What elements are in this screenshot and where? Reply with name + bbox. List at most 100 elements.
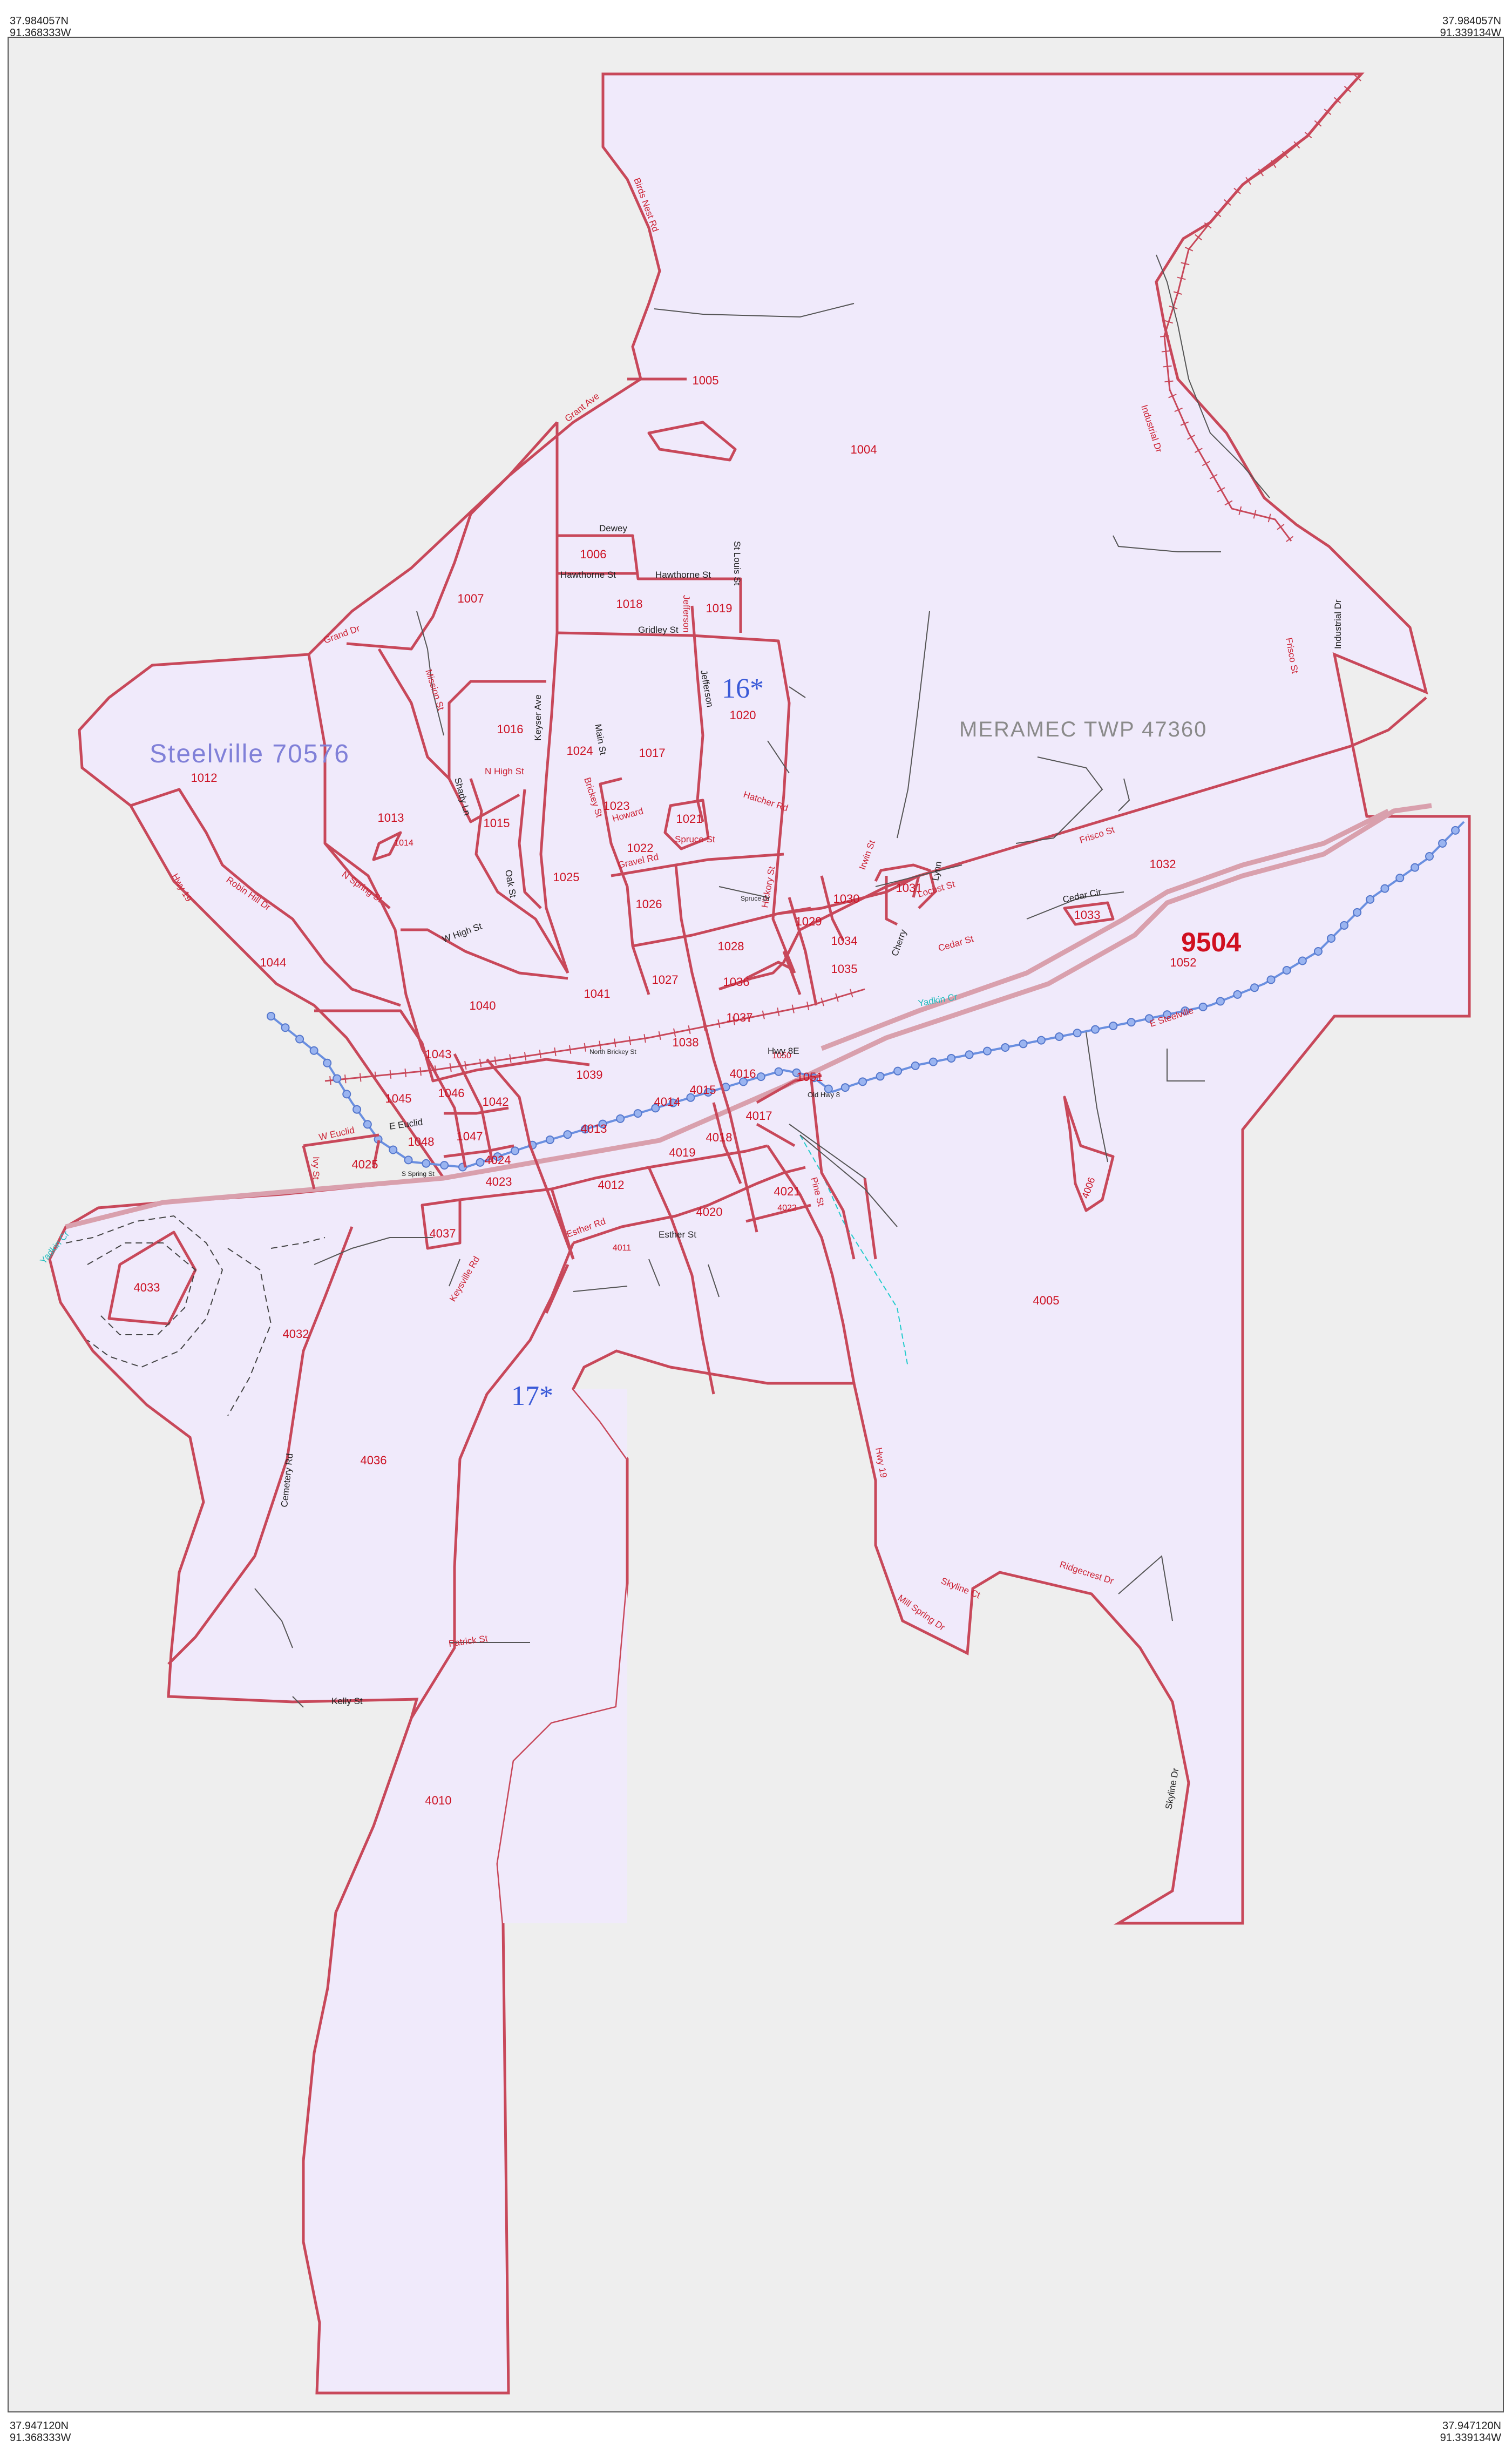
block-label: 4037: [430, 1227, 456, 1240]
block-label: 1048: [408, 1135, 435, 1148]
block-label: 4014: [654, 1095, 681, 1108]
railroad-tick: [539, 1050, 541, 1059]
block-label: 4016: [730, 1067, 756, 1080]
highway-marker: [686, 1093, 695, 1102]
railroad-tick: [1173, 291, 1182, 295]
highway-marker: [1109, 1021, 1118, 1030]
highway-marker: [651, 1104, 660, 1113]
block-label: 1040: [470, 999, 496, 1012]
railroad-tick: [419, 1067, 422, 1076]
block-label: 4012: [598, 1178, 625, 1192]
highway-marker: [1198, 1002, 1208, 1011]
railroad-tick: [464, 1060, 467, 1070]
railroad-tick: [1163, 365, 1172, 368]
railroad-tick: [673, 1028, 676, 1037]
railroad-tick: [1286, 536, 1294, 542]
block-label: 1006: [580, 547, 607, 561]
longitude-label: 91.339134W: [1440, 27, 1501, 39]
block-label: 4024: [485, 1153, 511, 1167]
railroad-tick: [1224, 500, 1233, 506]
highway-marker: [1036, 1036, 1046, 1045]
longitude-label: 91.339134W: [1440, 2432, 1501, 2444]
block-label: 1046: [438, 1086, 465, 1100]
block-label: 4020: [696, 1205, 723, 1219]
railroad-tick: [1195, 234, 1202, 241]
railroad-tick: [791, 1004, 795, 1013]
block-label: 1005: [693, 374, 719, 387]
railroad-tick: [1184, 247, 1194, 252]
map-frame[interactable]: 1005 1004 1006 1007 1018 1019 1020 1016 …: [8, 37, 1504, 2412]
block-boundaries: [107, 377, 1427, 1719]
highway-marker: [1425, 851, 1434, 861]
block-label: 1023: [604, 799, 630, 813]
highway-marker: [389, 1145, 398, 1154]
railroad-tick: [404, 1069, 407, 1078]
block-label: 1037: [727, 1011, 753, 1024]
highway-marker: [739, 1077, 748, 1086]
highway-marker: [1250, 983, 1259, 992]
railroad-tick: [821, 997, 824, 1006]
railroad-tick: [1293, 141, 1300, 149]
railroad-tick: [835, 993, 839, 1002]
block-label: 4021: [774, 1185, 801, 1198]
highway-marker: [1233, 990, 1242, 999]
highway-marker: [824, 1084, 833, 1093]
block-label: 1050: [772, 1051, 791, 1060]
street-label: Jefferson: [681, 595, 691, 633]
highway-marker: [668, 1098, 677, 1107]
highway-marker: [267, 1012, 275, 1020]
block-label: 1020: [730, 708, 756, 722]
railroad-tick: [1224, 199, 1231, 206]
railroad-tick: [777, 1008, 780, 1017]
railroad-tick: [614, 1038, 616, 1047]
block-label: 4032: [283, 1327, 309, 1341]
railroad-tick: [359, 1073, 362, 1082]
railroad-tick: [1334, 97, 1341, 104]
street-label: Keyser Ave: [533, 694, 543, 741]
highway-marker: [1127, 1018, 1136, 1027]
railroad-tick: [806, 1002, 810, 1011]
street-label: Dewey: [599, 523, 627, 533]
block-label: 1026: [636, 897, 662, 911]
block-label: 4036: [361, 1454, 387, 1467]
block-label: 1004: [851, 443, 877, 456]
street-label: Kelly St: [331, 1696, 363, 1706]
highway-marker: [792, 1068, 801, 1077]
census-block-map[interactable]: 1005 1004 1006 1007 1018 1019 1020 1016 …: [9, 38, 1503, 2411]
latitude-label: 37.984057N: [1442, 15, 1501, 27]
highway-marker: [352, 1105, 362, 1114]
railroad-tick: [1164, 380, 1174, 383]
railroad-tick: [747, 1013, 750, 1023]
highway-marker: [1073, 1029, 1082, 1038]
highway-marker: [422, 1159, 431, 1168]
highway-marker: [1163, 1010, 1172, 1019]
block-label: 1018: [616, 597, 643, 611]
block-label: 1013: [378, 811, 404, 824]
highway-marker: [1366, 895, 1375, 904]
railroad-tick: [732, 1016, 735, 1025]
highway-marker: [476, 1158, 485, 1167]
latitude-label: 37.984057N: [10, 15, 69, 27]
tract-label: 9504: [1181, 927, 1241, 957]
railroad-tick: [389, 1070, 392, 1079]
railroad-tick: [1174, 407, 1183, 413]
street-label: Old Hwy 8: [808, 1091, 840, 1099]
railroad-tick: [643, 1034, 646, 1043]
highway-marker: [1282, 965, 1291, 975]
highway-marker: [1395, 874, 1405, 883]
highway-marker: [1340, 921, 1349, 930]
highway-marker: [1181, 1006, 1190, 1015]
highway-marker: [295, 1035, 304, 1044]
railroad-tick: [509, 1054, 512, 1063]
block-label: 1045: [385, 1092, 412, 1105]
longitude-label: 91.368333W: [10, 27, 71, 39]
block-label: 4019: [669, 1146, 696, 1159]
block-label: 1036: [723, 975, 750, 989]
highway-marker: [1327, 934, 1336, 943]
highway-marker: [756, 1072, 765, 1081]
highway-marker: [893, 1066, 903, 1076]
railroad-tick: [374, 1071, 377, 1080]
highway-marker: [1298, 956, 1307, 965]
street-label: Ivy St: [311, 1157, 321, 1180]
block-label: 1027: [652, 973, 679, 986]
